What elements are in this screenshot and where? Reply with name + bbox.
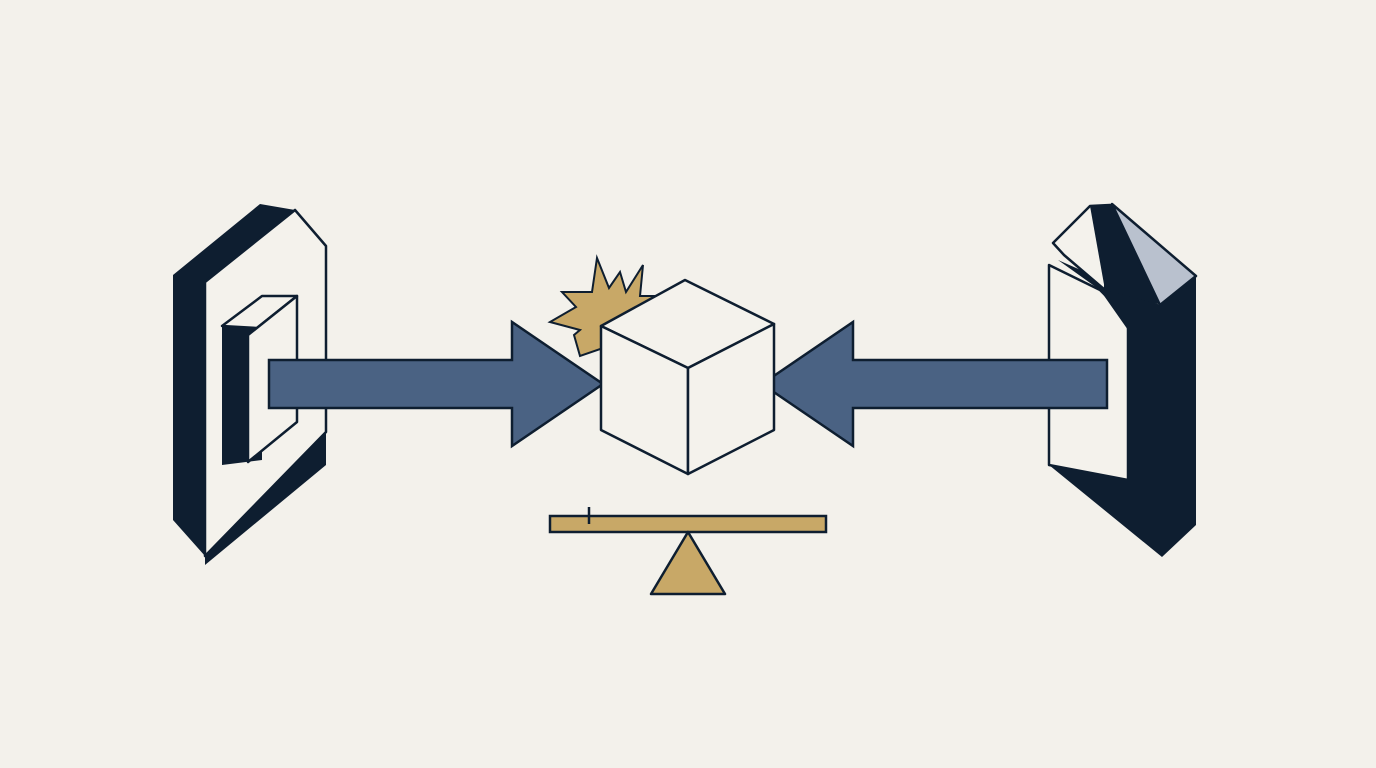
cube-right-face: [686, 322, 776, 476]
right-slab-top-wedge: [1090, 204, 1162, 305]
left-slab-side-face: [173, 204, 295, 556]
balance-beam: [548, 514, 828, 534]
right-slab-icon: [1047, 202, 1198, 557]
arrow-right-icon: [267, 319, 606, 449]
arrow-left-icon: [759, 319, 1109, 449]
right-slab-highlight: [1110, 202, 1198, 307]
cube-icon: [599, 278, 776, 476]
seesaw-balance-icon: [548, 507, 828, 596]
left-slab-bottom-face: [205, 432, 326, 565]
right-slab-side-face: [1049, 260, 1196, 557]
balance-fulcrum: [649, 530, 727, 596]
left-slab-icon: [173, 204, 328, 565]
